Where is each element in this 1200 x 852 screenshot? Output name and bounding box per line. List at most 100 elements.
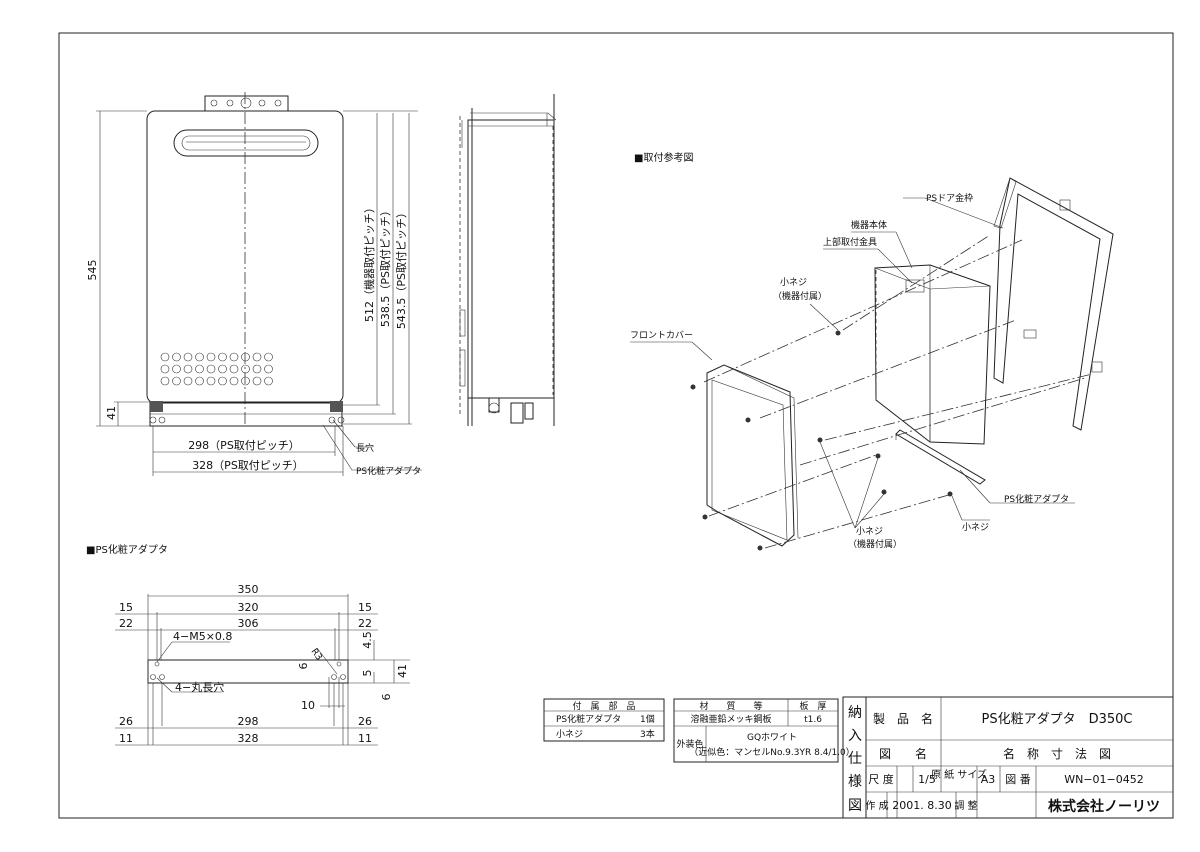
parts-row2-qty: 3本 [640,728,655,740]
label-adapter-front: PS化粧アダプタ [356,465,421,477]
adapter-title: ■PS化粧アダプタ [86,543,168,556]
adapter-dim-5: 5 [361,670,374,677]
thickness-header: 板 厚 [799,700,826,712]
parts-row2-name: 小ネジ [556,729,583,740]
adapter-dim-m5: 4−M5×0.8 [173,630,232,643]
vent-hole [241,352,250,362]
vent-hole [206,352,216,362]
side-char-1: 納 [848,705,862,721]
vent-hole [206,376,216,386]
adjust-label: 調 整 [954,799,977,812]
adapter-dim-26-left: 26 [119,715,133,728]
adapter-dim-11-left: 11 [119,732,133,745]
dim-512: 512（機器取付ピッチ） [362,202,376,322]
adapter-dim-4-5: 4.5 [361,631,374,649]
adapter-dim-22-right: 22 [358,617,372,630]
parts-row1-qty: 1個 [640,713,655,725]
adapter-dim-22-left: 22 [119,617,133,630]
adapter-dim-26-right: 26 [358,715,372,728]
label-screw1-note: （機器付属） [773,290,827,302]
vent-hole [252,376,262,386]
paper-value: A3 [981,773,996,786]
side-char-4: 様 [848,774,862,790]
side-char-5: 図 [848,798,862,814]
vent-hole [241,364,250,374]
label-screw3: 小ネジ [856,526,883,537]
vent-hole [241,376,250,386]
vent-hole [172,364,181,374]
adapter-dim-41: 41 [396,664,409,678]
material-value: 溶融亜鉛メッキ鋼板 [690,713,771,725]
dim-538: 538.5（PS取付ピッチ） [379,205,392,327]
adapter-dim-11-right: 11 [358,732,372,745]
adapter-dim-6-right: 6 [380,694,393,701]
material-table: 材 質 等 板 厚 溶融亜鉛メッキ鋼板 t1.6 外装色 GQホワイト （近似色… [673,698,855,763]
parts-header: 付 属 部 品 [572,700,635,712]
vent-hole [218,352,227,362]
adapter-dim-15-left: 15 [119,601,133,614]
vent-hole [172,352,181,362]
scale-value: 1/5 [918,773,936,786]
vent-hole [264,376,273,386]
dim-545: 545 [86,260,99,281]
screw-icons [690,330,953,551]
created-value: 2001. 8.30 [892,799,951,812]
adapter-drawing: ■PS化粧アダプタ 350 320 306 15 [86,543,410,746]
vent-hole [195,364,204,374]
vent-hole [183,376,193,386]
adapter-dim-6-left: 6 [297,663,310,670]
adapter-dim-298: 298 [238,715,259,728]
dim-298: 298（PS取付ピッチ） [188,439,300,452]
dim-328: 328（PS取付ピッチ） [192,459,304,472]
vent-hole [195,376,204,386]
thickness-value: t1.6 [804,715,822,725]
adapter-dim-15-right: 15 [358,601,372,614]
dim-543: 543.5（PS取付ピッチ） [395,207,408,329]
drawing-value: 名 称 寸 法 図 [1003,746,1111,761]
vent-hole [264,364,273,374]
product-label: 製 品 名 [873,711,933,726]
adapter-dim-round: 4−丸長穴 [175,680,224,694]
scale-label: 尺 度 [868,772,894,786]
label-screw1: 小ネジ [780,277,807,288]
label-front-cover: フロントカバー [630,330,693,341]
vent-hole [218,376,227,386]
vent-hole [229,364,239,374]
adapter-dim-350: 350 [238,583,259,596]
vent-hole [195,352,204,362]
vent-hole [218,364,227,374]
label-screw2: 小ネジ [962,522,989,533]
label-door-frame: PSドア金枠 [926,192,973,204]
product-value: PS化粧アダプタ D350C [982,712,1133,727]
install-ref-title: ■取付参考図 [634,151,693,164]
color-note: （近似色：マンセルNo.9.3YR 8.4/1.0） [689,746,855,758]
label-screw3-note: （機器付属） [848,538,902,550]
label-adapter-install: PS化粧アダプタ [1004,493,1069,505]
vent-hole [229,376,239,386]
adapter-dim-10: 10 [301,699,315,712]
color-name: GQホワイト [747,732,797,743]
vent-hole [160,364,170,374]
side-char-3: 仕 [848,751,862,767]
side-view [459,94,557,426]
vent-hole [264,352,273,362]
material-header: 材 質 等 [699,700,762,712]
vent-hole [183,364,193,374]
parts-row1-name: PS化粧アダプタ [556,713,621,725]
color-label: 外装色 [676,738,703,750]
label-slot: 長穴 [356,442,374,454]
paper-label: 原 紙 サイズ [931,768,987,781]
vent-hole [172,376,181,386]
install-reference: ■取付参考図 [630,151,1114,551]
number-value: WN−01−0452 [1064,773,1144,786]
company-name: 株式会社ノーリツ [1048,798,1160,815]
label-upper-bracket: 上部取付金具 [823,236,877,248]
created-label: 作 成 [865,800,888,812]
drawing-label: 図 名 [879,746,927,761]
vent-hole [183,352,193,362]
dim-41: 41 [105,406,118,420]
drawing-frame [58,32,1174,819]
vent-hole [160,352,170,362]
